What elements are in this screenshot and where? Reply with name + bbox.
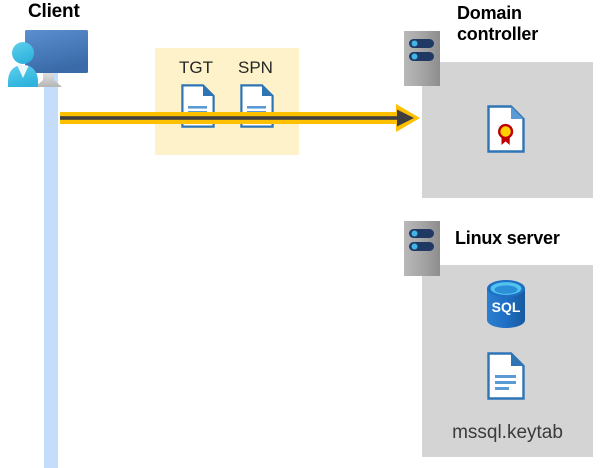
keytab-file-label: mssql.keytab <box>452 422 563 443</box>
linux-server-server-icon <box>404 221 440 276</box>
spn-label: SPN <box>238 58 273 77</box>
message-box <box>155 48 299 155</box>
tgt-label: TGT <box>179 58 213 77</box>
certificate-document-icon <box>487 105 525 153</box>
user-workstation-icon <box>2 27 94 93</box>
svg-text:SQL: SQL <box>492 299 521 315</box>
client-title: Client <box>28 1 80 22</box>
linux-server-title: Linux server <box>455 228 560 248</box>
client-lifeline <box>44 60 58 468</box>
keytab-document-icon <box>487 352 525 400</box>
domain-controller-server-icon <box>404 31 440 86</box>
domain-controller-title: Domain controller <box>457 3 539 44</box>
sql-database-icon: SQL <box>484 279 528 329</box>
request-arrow <box>60 104 420 132</box>
